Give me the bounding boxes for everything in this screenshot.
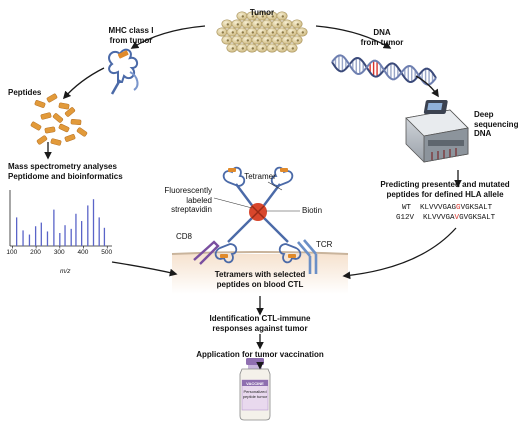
spectrum-tick-label: 200 [30, 249, 41, 256]
leader-lines [213, 181, 300, 212]
sequencer-machine-icon [405, 100, 469, 163]
mhc-molecule-icon [108, 48, 139, 95]
vaccine-vial-icon [239, 358, 271, 421]
tumor-cell-nucleus [226, 23, 229, 26]
tumor-cell-nucleus [276, 23, 279, 26]
tcr-label: TCR [316, 240, 333, 249]
tumor-cell-nucleus [241, 15, 244, 18]
peptide [40, 112, 52, 120]
peptide [44, 126, 56, 134]
biotin-label: Biotin [302, 206, 323, 215]
tumor-cell-nucleus [286, 39, 289, 42]
tumor-cell-nucleus [236, 39, 239, 42]
tumor-cell-nucleus [281, 31, 284, 34]
peptides-label: Peptides [8, 88, 42, 97]
cell-membrane [171, 251, 349, 294]
tumor-cell-nucleus [246, 23, 249, 26]
tumor-cell-nucleus [281, 15, 284, 18]
tumor-cell-nucleus [241, 47, 244, 50]
tumor-cell-nucleus [281, 47, 284, 50]
peptide [64, 107, 76, 117]
tumor-cell-nucleus [291, 47, 294, 50]
tumor-cell-nucleus [226, 39, 229, 42]
spectrum-tick-label: 100 [6, 249, 18, 256]
peptide [46, 93, 58, 103]
tumor-cell-nucleus [241, 31, 244, 34]
tetramer-complex-icon [193, 166, 318, 274]
predicting-label: Predicting presented and mutated peptide… [380, 180, 510, 199]
tumor-cluster [216, 11, 308, 53]
tetramers-selected-label: Tetramers with selected peptides on bloo… [214, 270, 306, 289]
tumor-cell-nucleus [271, 15, 274, 18]
tumor-label: Tumor [249, 8, 275, 17]
tetramer-label: Tetramer [244, 172, 276, 181]
tumor-cell-nucleus [276, 39, 279, 42]
tumor-cell-nucleus [251, 31, 254, 34]
tumor-cell-nucleus [221, 31, 224, 34]
tumor-cell-nucleus [261, 15, 264, 18]
vial-brand: VACCINE [246, 381, 264, 386]
peptide [50, 138, 62, 146]
identification-label: Identification CTL-immune responses agai… [209, 314, 311, 333]
spectrum-tick-label: 500 [101, 249, 113, 256]
tumor-cell-nucleus [286, 23, 289, 26]
tumor-cell-nucleus [261, 47, 264, 50]
tumor-cell-nucleus [296, 23, 299, 26]
peptides-icon [30, 93, 88, 146]
tumor-cell-nucleus [251, 47, 254, 50]
tumor-cell-nucleus [236, 23, 239, 26]
mhc-label: MHC class I from tumor [108, 26, 154, 45]
tumor-cell-nucleus [256, 39, 259, 42]
peptide [34, 100, 46, 108]
tumor-cell-nucleus [301, 31, 304, 34]
tumor-cell-nucleus [271, 31, 274, 34]
tumor-cell-nucleus [271, 47, 274, 50]
g12v-sequence: G12V KLVVVGAVGVGKSALT [396, 214, 496, 222]
tumor-cell-nucleus [231, 31, 234, 34]
application-label: Application for tumor vaccination [196, 350, 324, 359]
tumor-cell-nucleus [246, 39, 249, 42]
streptavidin-label: Fluorescently labeled streptavidin [164, 186, 212, 214]
peptide [58, 102, 70, 110]
dna-helix-icon [331, 54, 437, 86]
peptide [64, 134, 76, 142]
deep-sequencing-label: Deep sequencing DNA [474, 110, 519, 138]
peptide [58, 123, 70, 133]
flow-arrows [44, 25, 462, 370]
tumor-cell-nucleus [291, 31, 294, 34]
peptide [36, 135, 48, 145]
wt-sequence: WT KLVVVGAGGVGKSALT [402, 204, 493, 212]
peptide [76, 127, 88, 137]
spectrum-tick-label: 400 [77, 249, 89, 256]
dna-label: DNA from tumor [360, 28, 404, 47]
tumor-cell-nucleus [231, 47, 234, 50]
peptide [52, 113, 64, 123]
vial-caption: Personalized peptide tumor [242, 389, 268, 399]
mass-spectrum-chart [9, 190, 112, 249]
tumor-cell-nucleus [261, 31, 264, 34]
tumor-cell-nucleus [256, 23, 259, 26]
tumor-cell-nucleus [266, 39, 269, 42]
dna-strand [331, 54, 437, 86]
peptide [30, 121, 42, 131]
tumor-cell-nucleus [266, 23, 269, 26]
spectrum-xlabel: m/z [60, 268, 71, 275]
tumor-cell-nucleus [296, 39, 299, 42]
tumor-cell-nucleus [251, 15, 254, 18]
mass-spec-label: Mass spectrometry analyses Peptidome and… [8, 162, 123, 181]
peptide [70, 118, 82, 126]
cd8-label: CD8 [176, 232, 193, 241]
spectrum-tick-label: 300 [53, 249, 65, 256]
